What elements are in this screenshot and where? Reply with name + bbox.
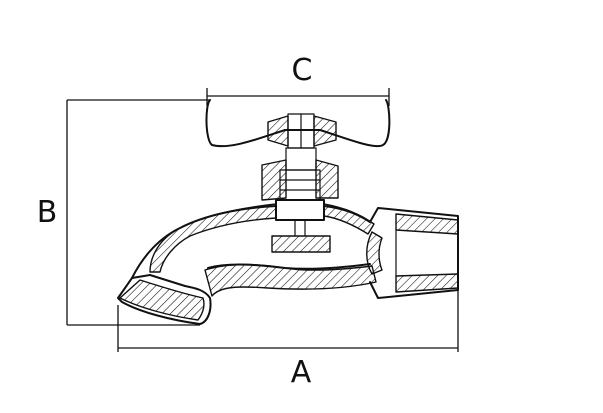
spout <box>117 274 212 325</box>
handle <box>205 99 391 149</box>
inlet-top-wall <box>395 213 459 235</box>
dimension-c-label: C <box>292 53 313 88</box>
spout-hatch <box>119 279 205 321</box>
seat-washer <box>271 235 331 253</box>
body-right-top-wall <box>323 203 375 235</box>
dimension-b: B <box>37 99 210 326</box>
inlet-connector <box>366 207 459 299</box>
dimension-b-label: B <box>37 195 58 230</box>
handle-outline <box>205 99 391 148</box>
dimension-c: C <box>206 53 390 106</box>
bonnet <box>261 147 339 221</box>
inlet-outline <box>369 207 459 299</box>
bonnet-right-hatch <box>315 159 339 199</box>
dimension-a-label: A <box>291 355 312 390</box>
inlet-collar <box>366 231 383 275</box>
spout-outline <box>117 274 212 325</box>
handle-right-hub <box>313 115 337 147</box>
handle-left-hub <box>267 115 289 147</box>
stem-lower <box>294 219 306 237</box>
bonnet-nut <box>275 199 325 221</box>
inlet-bottom-wall <box>395 273 459 293</box>
valve-body <box>131 203 377 297</box>
body-top-wall <box>149 203 277 273</box>
stem-upper <box>285 147 317 171</box>
body-bottom-wall <box>204 263 377 297</box>
